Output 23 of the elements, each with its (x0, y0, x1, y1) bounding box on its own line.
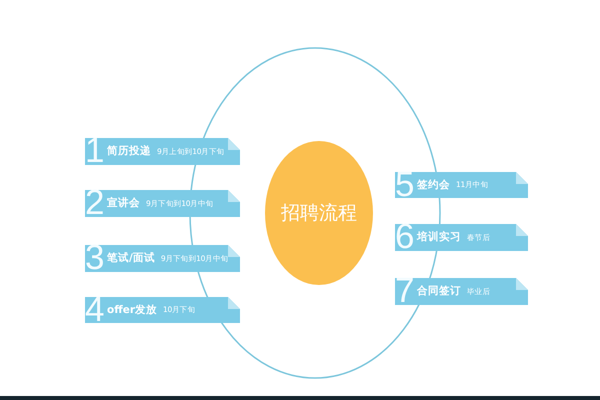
step-number: 2 (85, 190, 104, 216)
banner (85, 245, 240, 272)
step-title: 培训实习 (417, 231, 461, 244)
step-title: 合同签订 (417, 285, 461, 298)
step-number: 3 (85, 245, 104, 271)
step-number: 4 (85, 297, 104, 323)
step-number: 1 (85, 138, 104, 164)
step-number: 5 (395, 172, 414, 198)
banner (85, 138, 240, 165)
step-title: offer发放 (107, 304, 158, 316)
banner (395, 172, 528, 198)
step-title: 签约会 (417, 178, 450, 192)
banner (395, 278, 528, 305)
step-number: 7 (395, 278, 414, 304)
center-title: 招聘流程 (280, 201, 358, 225)
step-title: 笔试/面试 (107, 252, 155, 265)
step-number: 6 (395, 224, 414, 250)
center-ellipse (265, 141, 373, 285)
step-title: 简历投递 (107, 145, 151, 158)
banner (395, 224, 528, 251)
banner (85, 190, 240, 217)
banner (85, 297, 240, 323)
step-title: 宣讲会 (107, 197, 140, 210)
